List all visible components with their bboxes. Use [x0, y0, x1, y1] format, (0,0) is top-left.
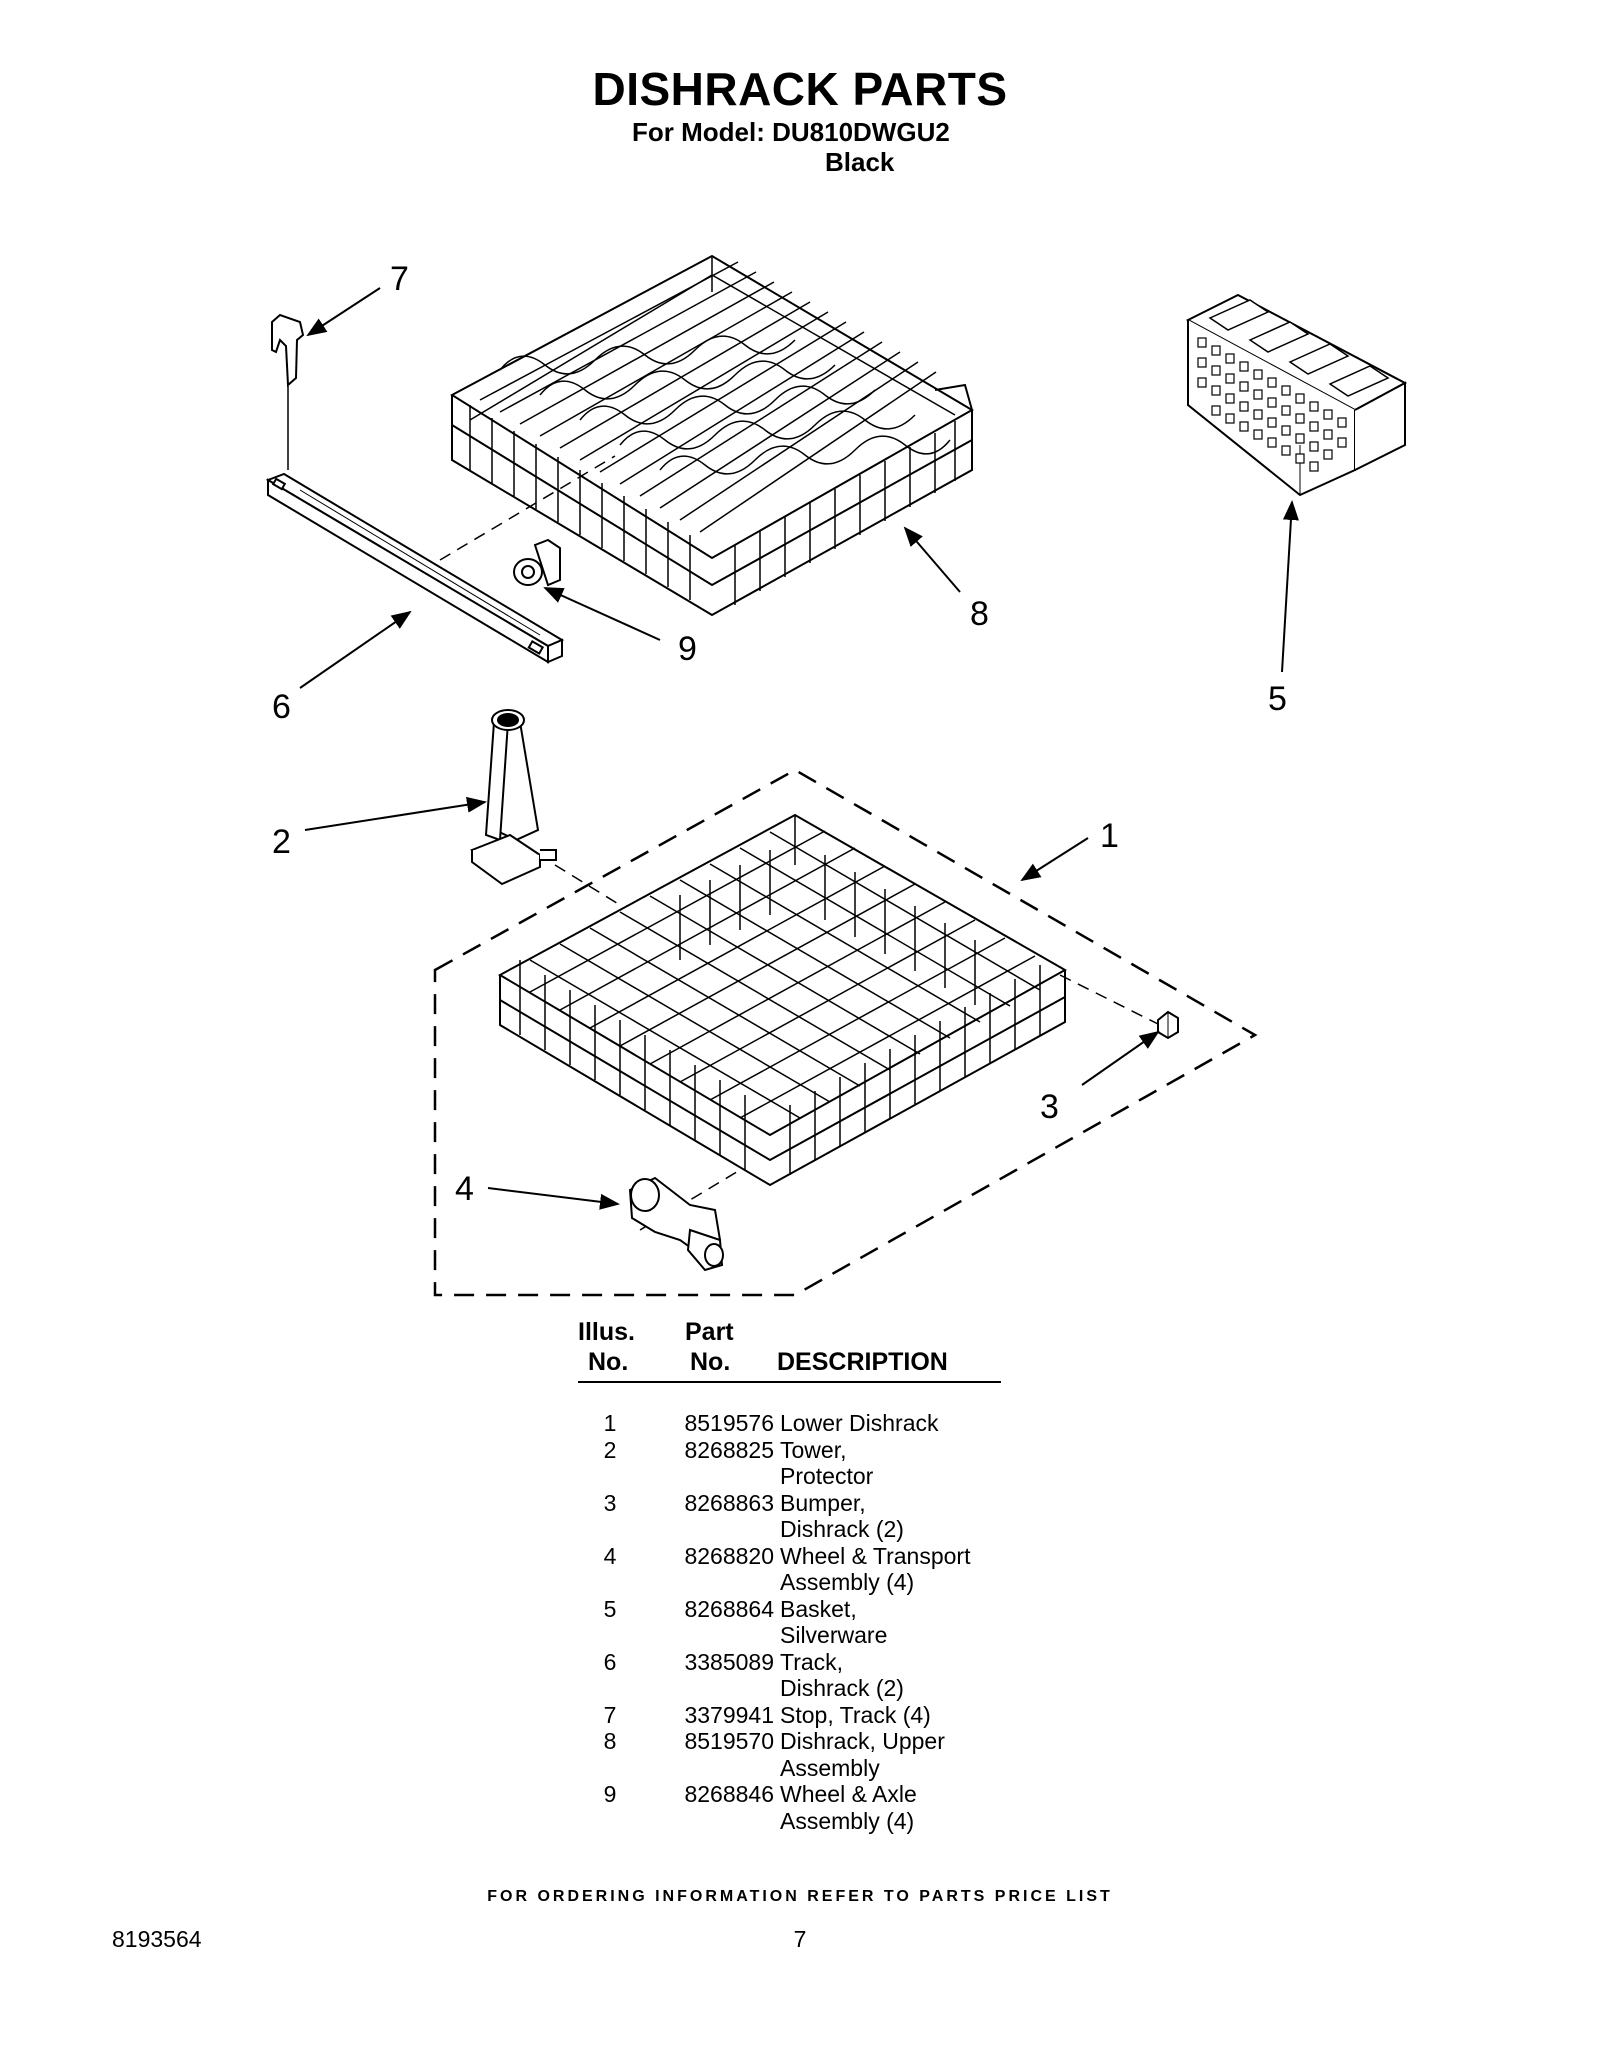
- description-cont: Dishrack (2): [780, 1675, 904, 1701]
- track-stop-illustration: [271, 313, 305, 470]
- description: Bumper,: [780, 1489, 866, 1516]
- tub-outline-dashed: [433, 768, 1258, 1297]
- upper-dishrack-illustration: [450, 254, 974, 617]
- page-number: 7: [793, 1926, 807, 1952]
- part-number: 8268864: [684, 1595, 774, 1622]
- description: Stop, Track (4): [780, 1701, 931, 1728]
- col-illus-top: Illus.: [578, 1318, 635, 1346]
- part-number: 8519576: [684, 1410, 774, 1436]
- part-number: 8268863: [684, 1489, 774, 1516]
- illus-number: 1: [603, 1410, 617, 1436]
- wheel-transport-illustration: [628, 1176, 724, 1272]
- callout-6: 6: [272, 688, 291, 726]
- lower-dishrack-illustration: [497, 813, 1068, 1187]
- silverware-basket-illustration: [1185, 293, 1408, 497]
- illus-number: 4: [603, 1542, 617, 1569]
- wheel-axle-illustration: [513, 538, 561, 587]
- col-part-top: Part: [685, 1318, 734, 1346]
- illus-number: 3: [603, 1489, 617, 1516]
- callout-5: 5: [1268, 680, 1287, 718]
- exploded-parts-diagram: 1 2 3 4 5 6 7 8 9: [265, 254, 1408, 1297]
- part-number: 8519570: [684, 1728, 774, 1754]
- part-number: 3379941: [684, 1701, 774, 1728]
- part-number: 8268846: [684, 1781, 774, 1807]
- description: Dishrack, Upper: [780, 1728, 945, 1754]
- description-cont: Dishrack (2): [780, 1516, 904, 1542]
- dishrack-track-illustration: [265, 472, 565, 664]
- parts-list: 1 8519576 Lower Dishrack 2 8268825 Tower…: [560, 1410, 1060, 1834]
- protector-tower-illustration: [469, 709, 557, 886]
- illus-number: 2: [603, 1436, 617, 1463]
- model-line: For Model: DU810DWGU2: [632, 117, 950, 147]
- description-cont: Assembly (4): [780, 1569, 915, 1595]
- illus-number: 9: [603, 1781, 617, 1807]
- description: Tower,: [780, 1436, 847, 1463]
- callout-1: 1: [1100, 817, 1119, 855]
- callout-3: 3: [1040, 1088, 1059, 1126]
- description-cont: Silverware: [780, 1622, 888, 1648]
- table-row: 1 8519576 Lower Dishrack: [560, 1410, 1060, 1437]
- callout-2: 2: [272, 823, 291, 861]
- callout-8: 8: [970, 595, 989, 633]
- callout-arrows: [299, 287, 1299, 1210]
- illus-number: 5: [603, 1595, 617, 1622]
- illus-number: 6: [603, 1648, 617, 1675]
- part-number: 8268825: [684, 1436, 774, 1463]
- illus-number: 8: [603, 1728, 617, 1754]
- description: Wheel & Transport: [780, 1542, 971, 1569]
- callout-7: 7: [390, 260, 409, 298]
- description: Track,: [780, 1648, 844, 1675]
- col-description: DESCRIPTION: [777, 1348, 948, 1376]
- header-rule: [578, 1381, 1001, 1383]
- part-number: 3385089: [684, 1648, 774, 1675]
- description: Lower Dishrack: [780, 1410, 939, 1436]
- bumper-illustration: [1157, 1010, 1179, 1040]
- document-number: 8193564: [112, 1926, 202, 1952]
- part-number: 8268820: [684, 1542, 774, 1569]
- table-row: 6 3385089 Track,Dishrack (2): [560, 1649, 1060, 1702]
- description-cont: Protector: [780, 1463, 874, 1489]
- callout-9: 9: [678, 630, 697, 668]
- table-row: 7 3379941 Stop, Track (4): [560, 1702, 1060, 1729]
- page-title: DISHRACK PARTS: [592, 63, 1008, 115]
- description-cont: Assembly (4): [780, 1807, 915, 1834]
- description: Basket,: [780, 1595, 857, 1622]
- col-illus-bottom: No.: [588, 1348, 629, 1376]
- col-part-bottom: No.: [690, 1348, 731, 1376]
- illus-number: 7: [603, 1701, 617, 1728]
- description-cont: Assembly: [780, 1754, 880, 1781]
- table-row: 3 8268863 Bumper,Dishrack (2): [560, 1490, 1060, 1543]
- callout-4: 4: [455, 1170, 474, 1208]
- ordering-note: FOR ORDERING INFORMATION REFER TO PARTS …: [487, 1888, 1113, 1905]
- color-line: Black: [825, 147, 895, 177]
- table-row: 5 8268864 Basket,Silverware: [560, 1596, 1060, 1649]
- description: Wheel & Axle: [780, 1781, 917, 1807]
- table-row: 2 8268825 Tower,Protector: [560, 1437, 1060, 1490]
